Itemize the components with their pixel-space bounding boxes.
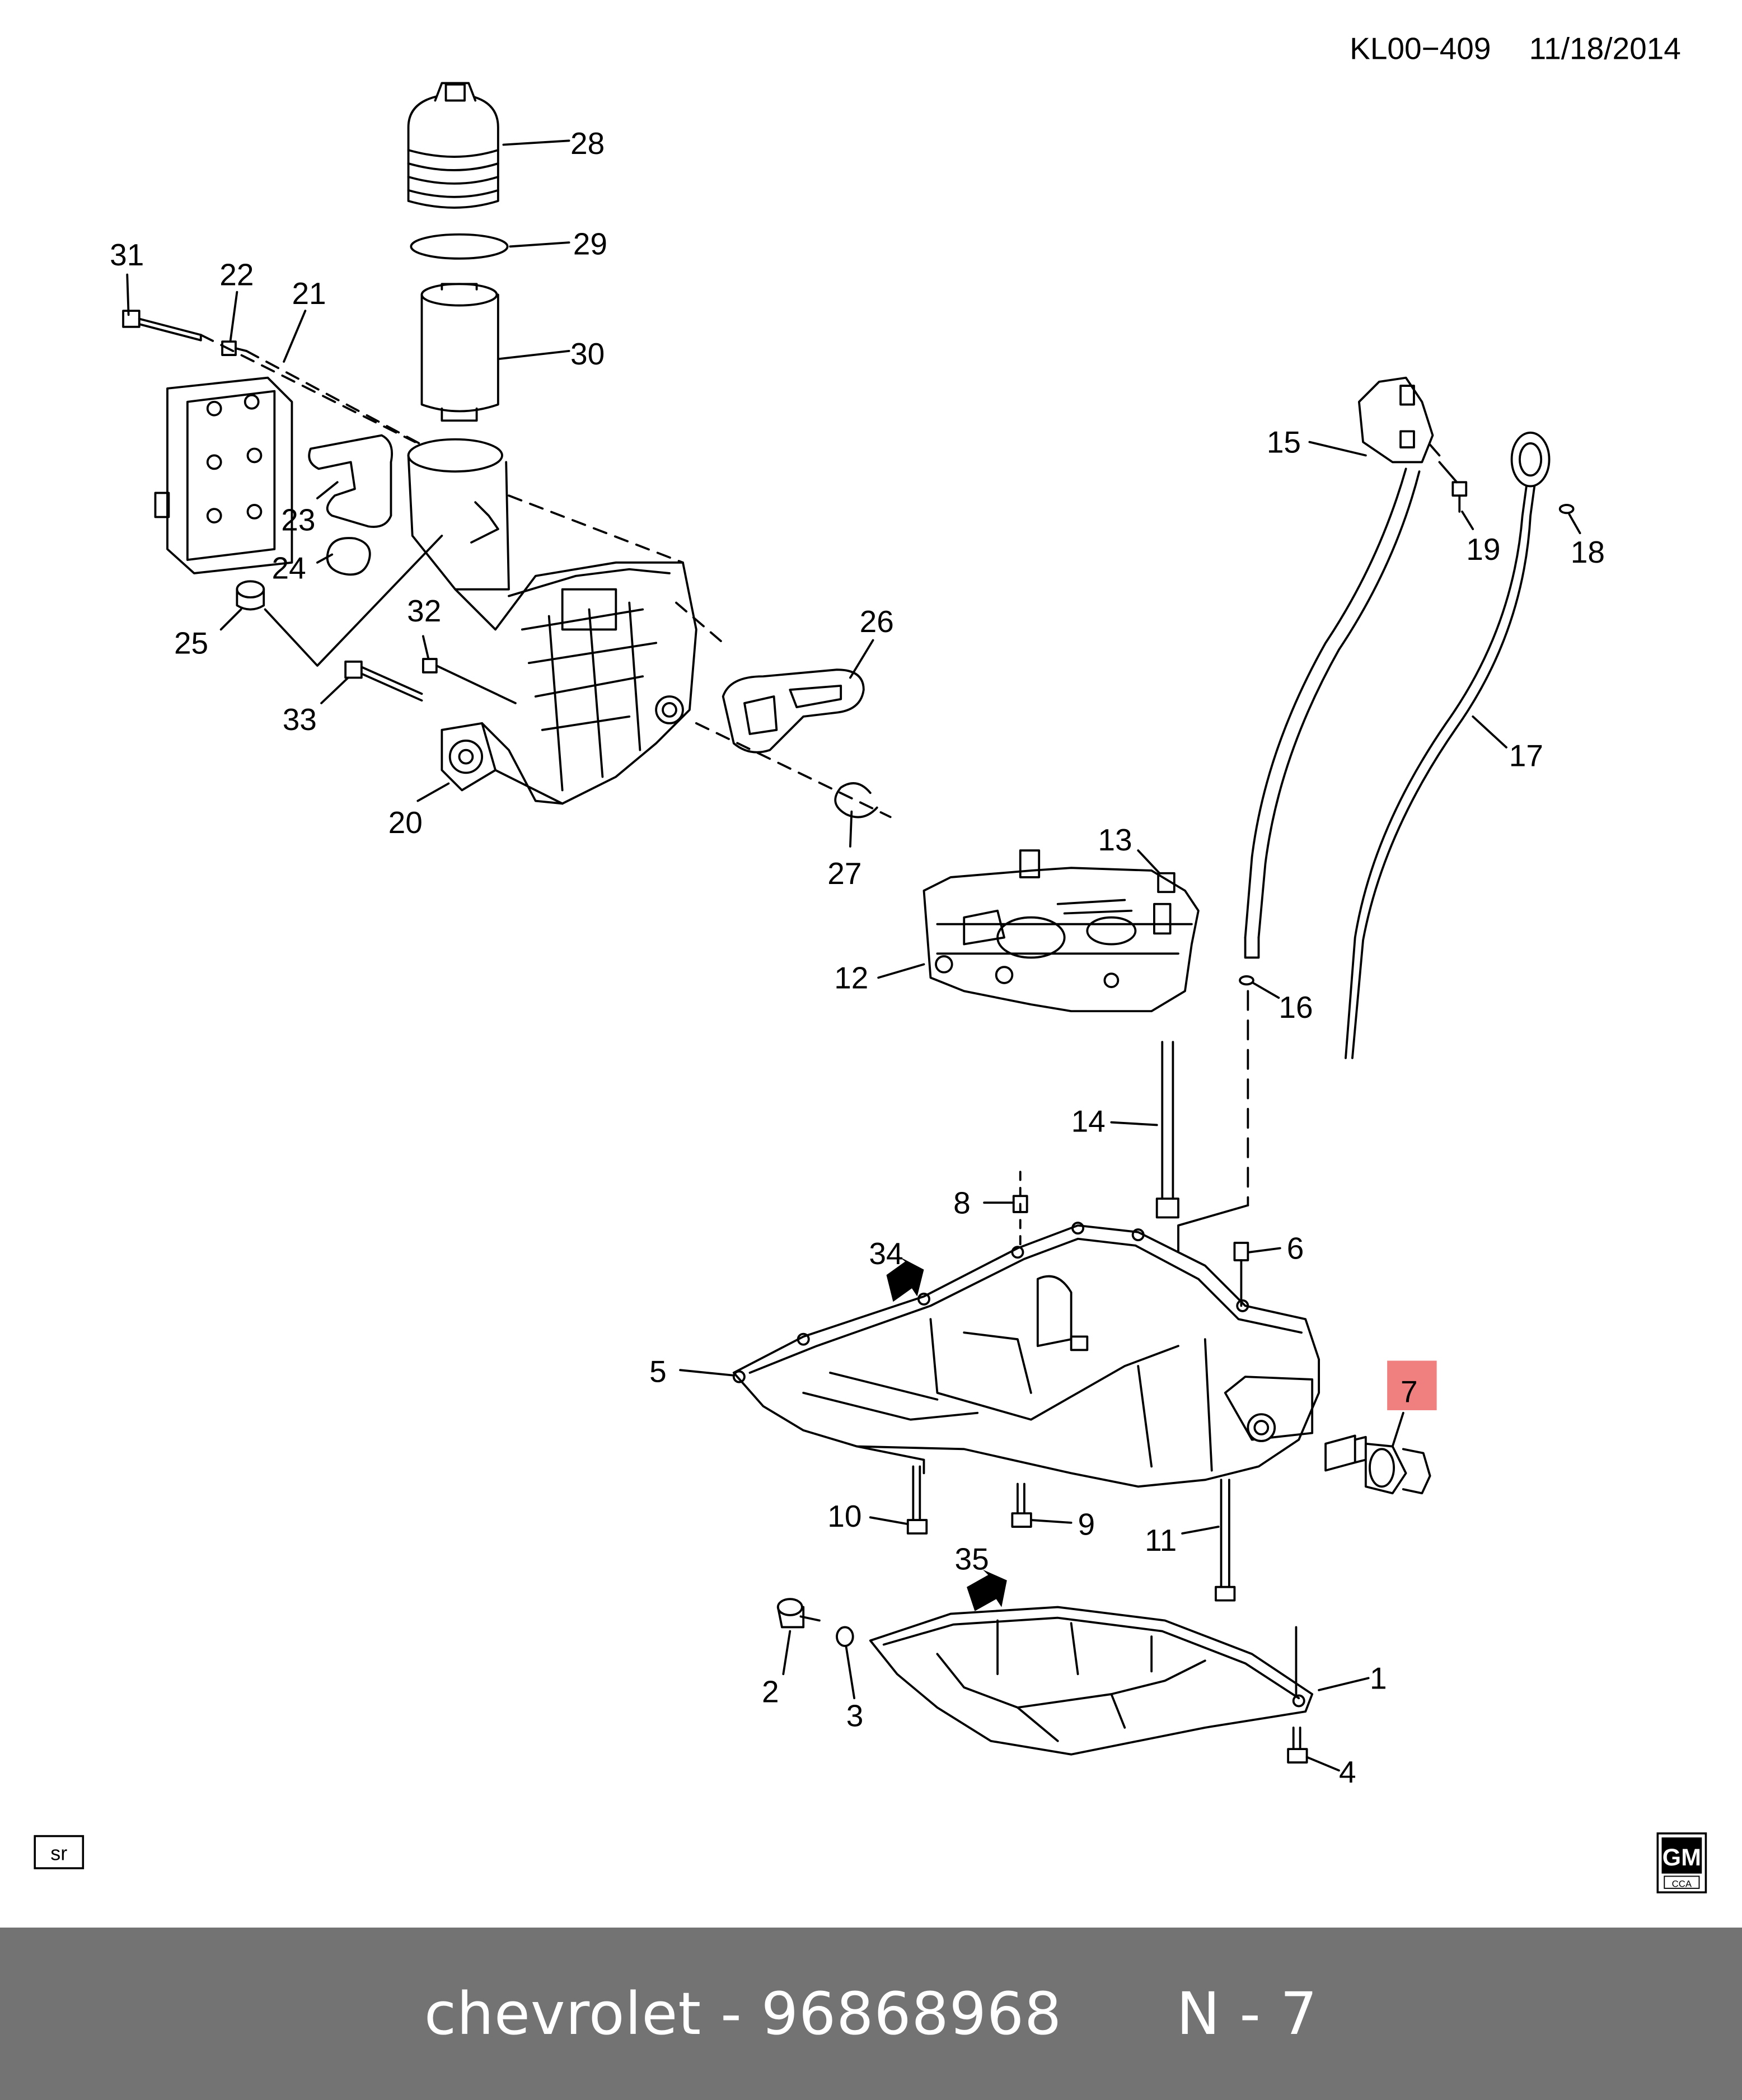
callout-8: 8 <box>953 1185 971 1220</box>
corner-badge-label: sr <box>50 1842 67 1865</box>
callout-31: 31 <box>110 237 144 272</box>
oil-pressure-sensor <box>1324 1434 1431 1495</box>
screw-22 <box>221 340 248 356</box>
footer-bar: chevrolet - 96868968 N - 7 <box>0 1928 1742 2100</box>
bolt-10 <box>906 1465 928 1535</box>
callout-17: 17 <box>1509 738 1543 773</box>
gasket-26 <box>722 668 865 754</box>
dipstick <box>1345 431 1551 1059</box>
bolt-14 <box>1155 1041 1179 1219</box>
drain-washer <box>836 1626 854 1647</box>
callout-4: 4 <box>1339 1755 1356 1789</box>
bolt-9 <box>1011 1482 1032 1528</box>
gm-logo-subtext: CCA <box>1672 1879 1692 1889</box>
drain-plug <box>776 1598 821 1629</box>
oil-filter-housing <box>407 438 697 805</box>
callout-3: 3 <box>846 1698 864 1733</box>
callout-10: 10 <box>827 1499 861 1533</box>
o-ring-16 <box>1239 975 1254 986</box>
gm-logo-text: GM <box>1663 1844 1701 1871</box>
callout-14: 14 <box>1071 1103 1106 1138</box>
dowel-6 <box>1233 1242 1249 1261</box>
oil-filter-o-ring <box>410 233 509 260</box>
callout-23: 23 <box>281 502 315 537</box>
callout-18: 18 <box>1571 535 1605 569</box>
callout-28: 28 <box>570 126 605 161</box>
arrow-34-icon <box>886 1256 924 1302</box>
upper-oil-pan <box>732 1222 1320 1488</box>
callout-24: 24 <box>272 551 306 586</box>
callout-9: 9 <box>1078 1507 1095 1541</box>
seal-24 <box>326 537 371 576</box>
callout-5: 5 <box>649 1354 667 1389</box>
callout-15: 15 <box>1267 425 1301 460</box>
callout-13: 13 <box>1098 822 1132 857</box>
balance-shaft-module <box>922 849 1200 1013</box>
bolt-33 <box>344 660 423 702</box>
callout-33: 33 <box>283 702 317 737</box>
callout-7: 7 <box>1401 1374 1418 1409</box>
callout-20: 20 <box>388 805 423 840</box>
bolt-4 <box>1287 1726 1308 1764</box>
callout-12: 12 <box>834 960 868 995</box>
bolt-32 <box>422 658 517 704</box>
callout-11: 11 <box>1145 1523 1177 1558</box>
oil-filter-cap <box>407 82 499 209</box>
footer-dash: - <box>701 1980 761 2048</box>
bolt-19 <box>1451 481 1468 513</box>
gasket-23 <box>308 434 394 528</box>
callout-26: 26 <box>860 604 894 639</box>
footer-caption: chevrolet - 96868968 N - 7 <box>424 1980 1318 2048</box>
arrow-35-icon <box>967 1569 1007 1611</box>
callout-21: 21 <box>292 276 326 311</box>
footer-ref: N - 7 <box>1176 1980 1318 2048</box>
bolt-11 <box>1215 1479 1236 1602</box>
callout-22: 22 <box>219 258 254 292</box>
o-ring-18 <box>1558 504 1575 515</box>
callout-34: 34 <box>869 1236 903 1271</box>
highlight-box <box>1387 1360 1437 1410</box>
lower-oil-pan <box>869 1606 1314 1756</box>
callout-32: 32 <box>407 593 441 628</box>
callout-19: 19 <box>1466 532 1500 567</box>
callout-25: 25 <box>174 625 208 660</box>
bolt-31 <box>122 310 202 342</box>
footer-part-number: 96868968 <box>761 1980 1062 2048</box>
drawing-id: KL00−409 <box>1350 31 1491 66</box>
bolt-13 <box>1157 872 1176 894</box>
seal-27 <box>834 782 878 819</box>
dipstick-tube <box>1244 376 1441 959</box>
plug-25 <box>236 580 265 611</box>
callout-2: 2 <box>762 1674 779 1709</box>
footer-brand: chevrolet <box>424 1980 702 2048</box>
oil-cooler <box>154 376 293 574</box>
drawing-date: 11/18/2014 <box>1529 31 1681 66</box>
callout-27: 27 <box>827 856 861 891</box>
corner-badge: sr <box>34 1835 85 1869</box>
callout-1: 1 <box>1370 1661 1387 1695</box>
bolt-8 <box>1012 1195 1028 1213</box>
oil-filter-element <box>420 283 499 422</box>
callout-6: 6 <box>1287 1231 1304 1266</box>
callout-30: 30 <box>570 336 605 371</box>
callout-35: 35 <box>955 1542 989 1577</box>
footer-gap <box>1062 1980 1176 2048</box>
callout-16: 16 <box>1279 990 1313 1025</box>
callout-29: 29 <box>573 227 607 261</box>
gm-logo: GM CCA <box>1656 1832 1707 1893</box>
